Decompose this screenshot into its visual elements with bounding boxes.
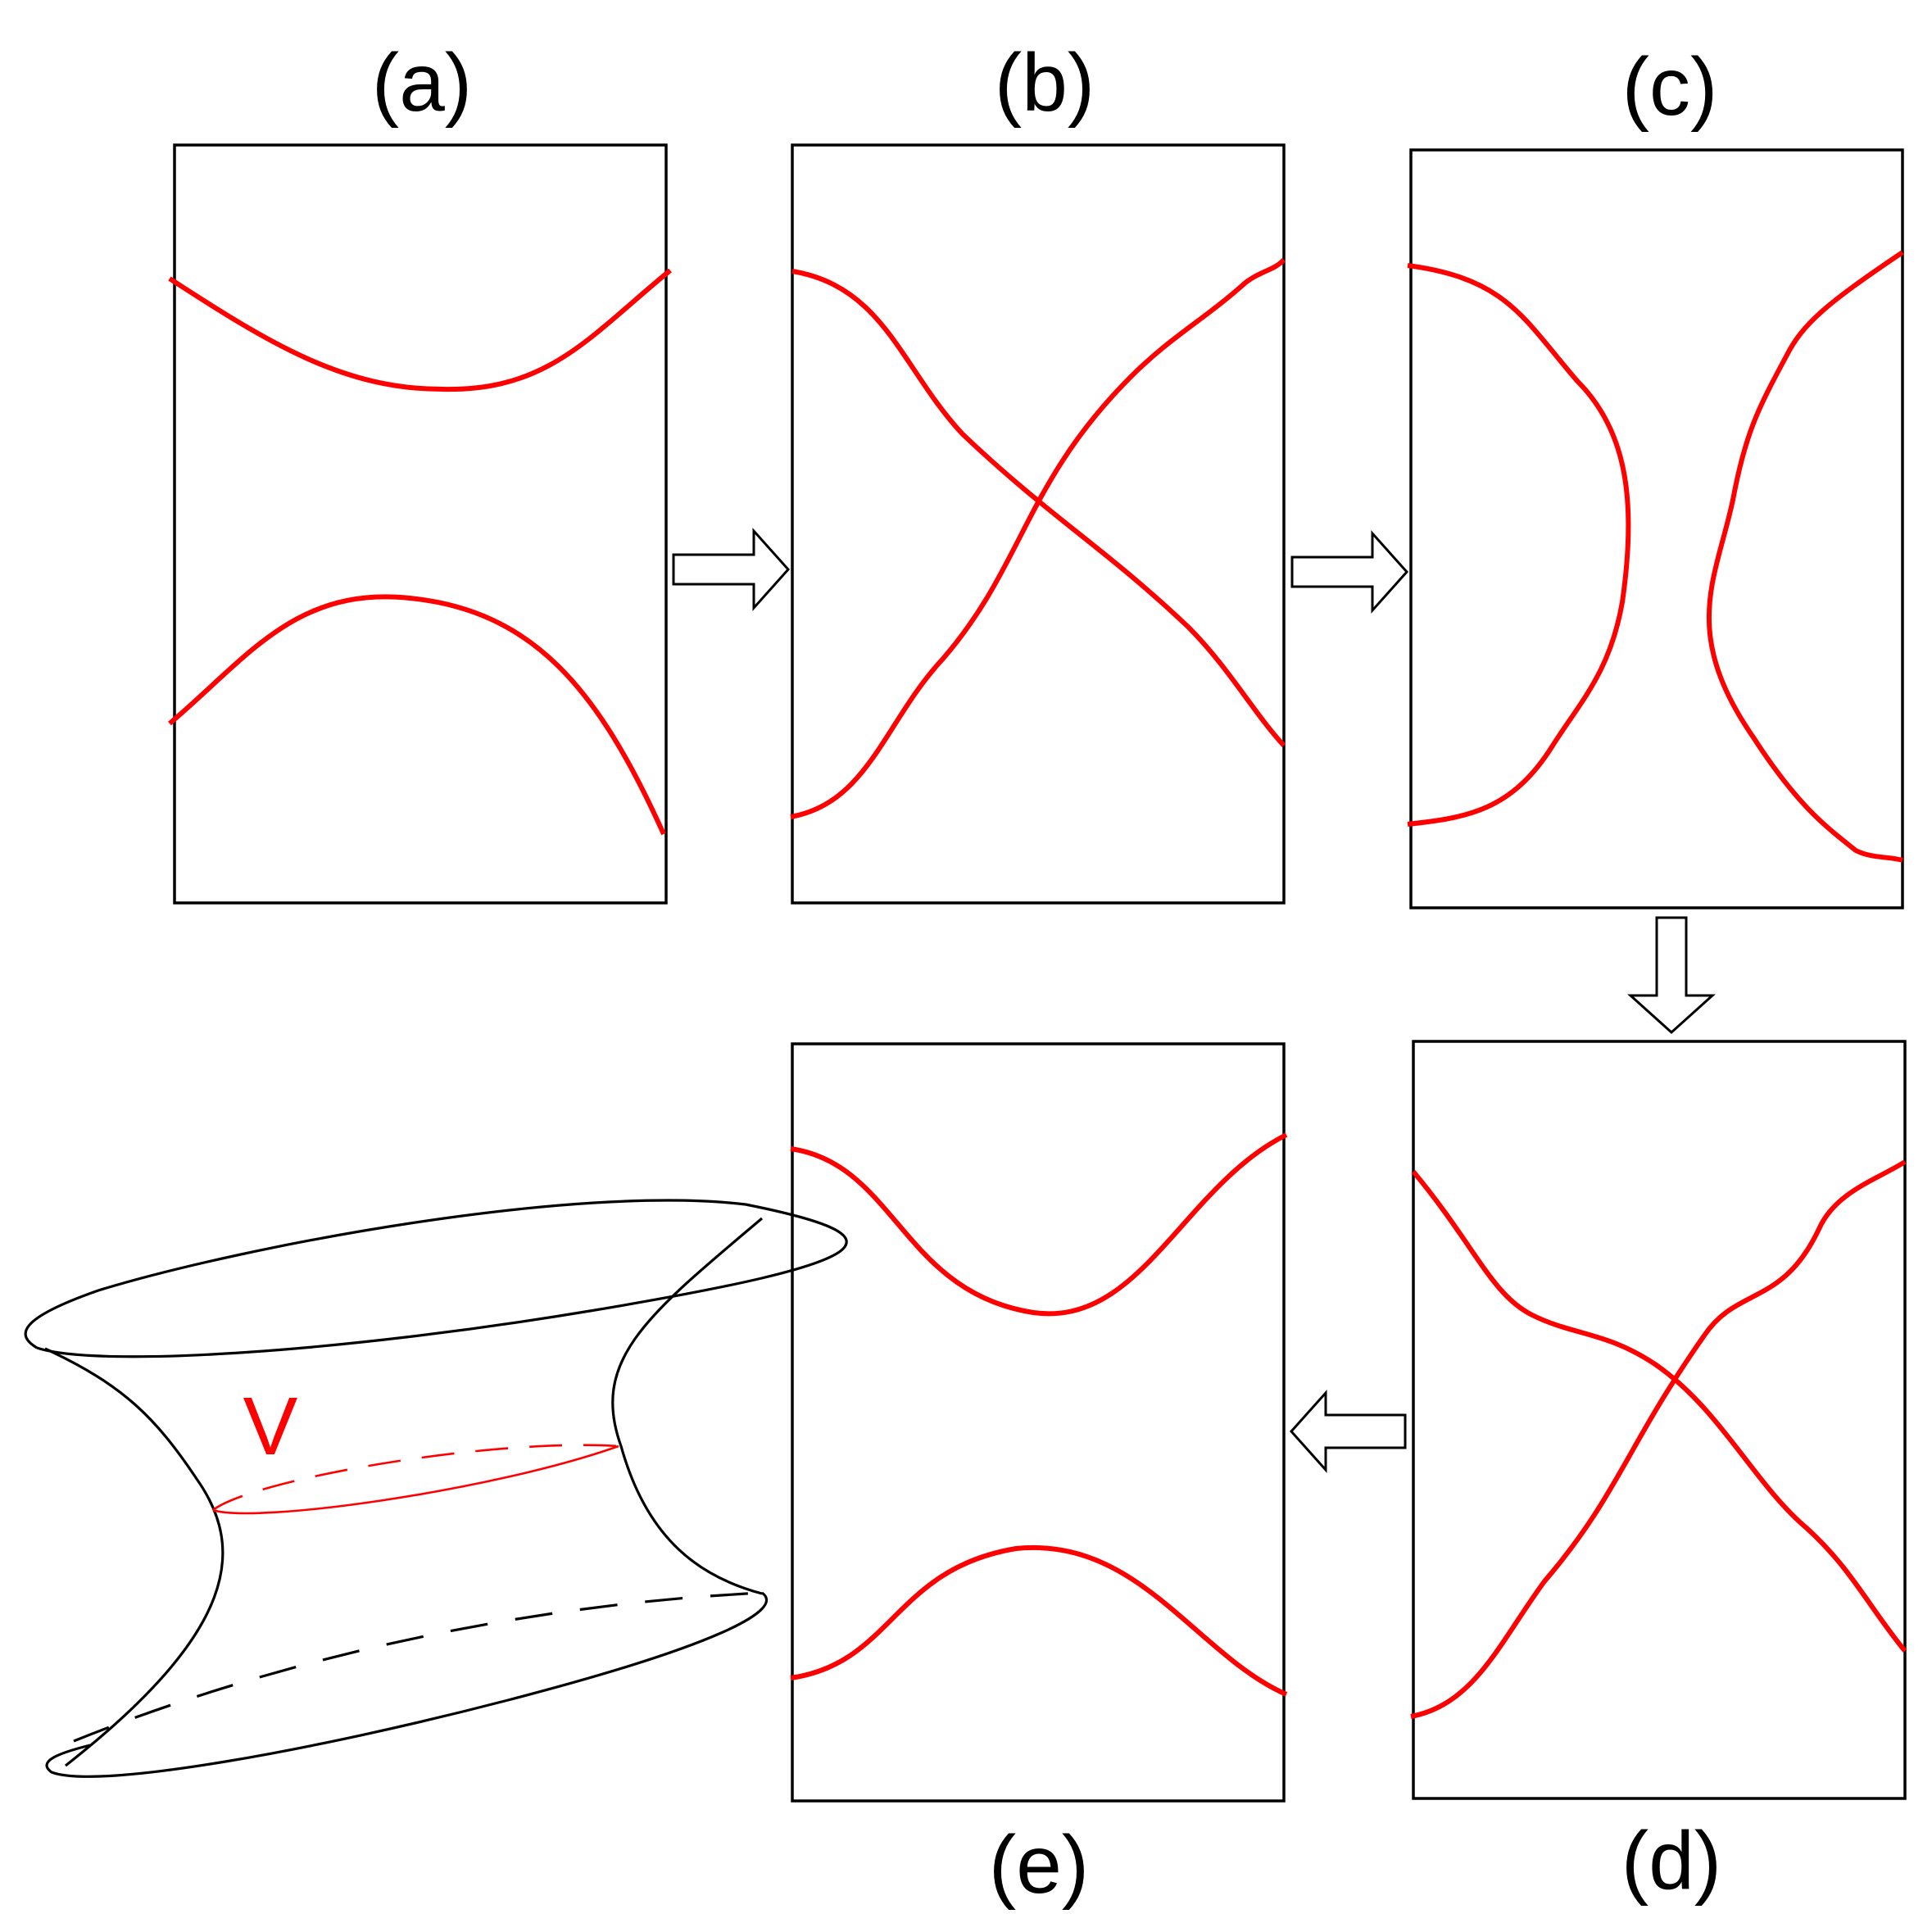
panel-e: [790, 1042, 1288, 1803]
surface: V: [24, 1199, 848, 1778]
panel-label-d: (d): [1621, 1815, 1721, 1907]
panel-b-falling-curve: [791, 269, 1286, 748]
panel-b-rising-curve: [790, 257, 1286, 819]
panel-e-lower-curve: [790, 1544, 1288, 1697]
loop-v-back: [212, 1444, 619, 1512]
panel-e-upper-curve: [790, 1132, 1288, 1317]
panel-d-falling-curve: [1411, 1170, 1907, 1653]
panel-b-frame: [791, 143, 1286, 905]
surface-bottom-rim-front: [45, 1591, 768, 1778]
surface-right-profile: [611, 1217, 764, 1595]
panel-d: [1410, 1040, 1907, 1800]
panel-d-rising-curve: [1410, 1159, 1907, 1719]
arrow-c-to-d: [1627, 916, 1716, 1035]
arrow-a-to-b: [672, 528, 791, 611]
arrow-d-to-e: [1289, 1390, 1407, 1473]
panel-label-b: (b): [995, 37, 1095, 129]
panel-c: [1407, 148, 1904, 909]
panel-d-frame: [1412, 1040, 1907, 1800]
arrow-b-to-c: [1290, 530, 1409, 614]
panel-a-lower-curve: [168, 594, 666, 836]
loop-label-v: V: [243, 1381, 298, 1472]
panel-c-left-curve: [1407, 263, 1631, 827]
loop-v-front: [212, 1444, 619, 1515]
panel-a-upper-curve: [168, 268, 672, 392]
surface-left-profile: [44, 1347, 224, 1767]
panel-c-frame: [1409, 148, 1904, 909]
panel-b: [790, 143, 1286, 905]
surface-top-rim: [24, 1199, 848, 1358]
panel-label-c: (c): [1622, 41, 1718, 133]
surface-bottom-rim-back: [73, 1591, 763, 1743]
panel-a-frame: [173, 143, 668, 905]
panel-e-frame: [791, 1042, 1286, 1803]
panel-a: [168, 143, 672, 905]
panel-label-e: (e): [989, 1819, 1089, 1911]
panel-c-right-curve: [1706, 250, 1904, 863]
panel-label-a: (a): [372, 37, 472, 129]
